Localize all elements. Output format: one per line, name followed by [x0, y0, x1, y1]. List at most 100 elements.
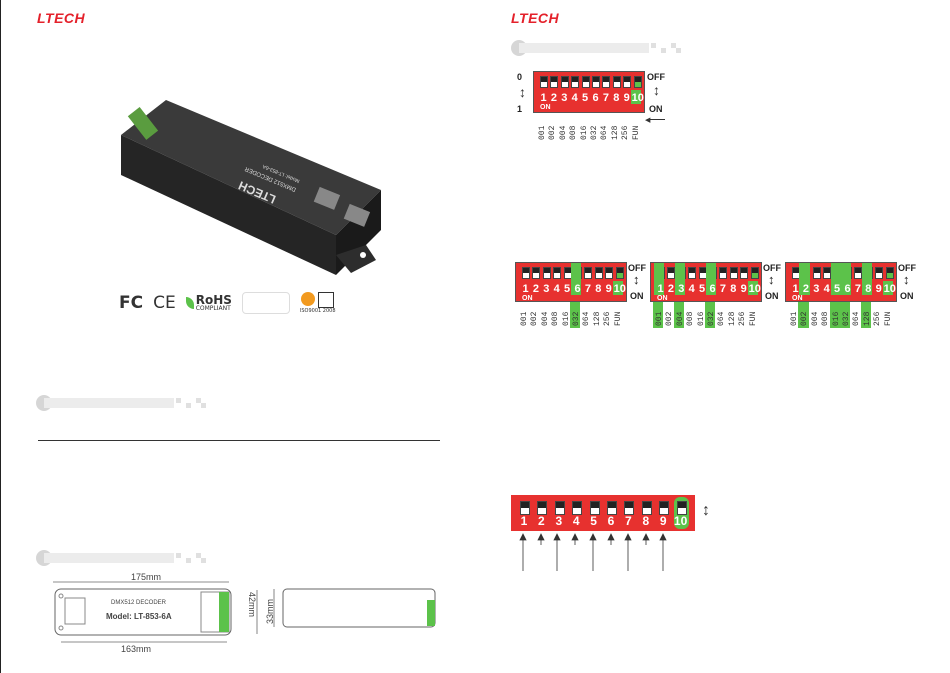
- ce-mark: CE: [153, 293, 176, 313]
- dip-fun-highlight: [747, 281, 758, 295]
- dip-switch-knob: [793, 268, 799, 273]
- dip-switch-number: 5: [834, 283, 841, 295]
- dip-switch-toggle: [553, 267, 562, 279]
- dip-main-label-1: 1: [517, 104, 523, 114]
- dip-fun-highlight: [612, 281, 623, 295]
- dip-large-toggle: [554, 501, 565, 515]
- dip-value-label: 032: [707, 311, 716, 326]
- dip-switch-knob: [699, 268, 706, 273]
- dip-switch-knob: [689, 268, 696, 273]
- section-bar-1: [36, 395, 206, 411]
- dip-switch-number: 9: [623, 92, 630, 104]
- dip-large-toggle: [641, 501, 652, 515]
- arrow-updown-icon: ↕: [903, 272, 910, 287]
- dip-main-on: ON: [649, 104, 663, 114]
- dip-value-label: 001: [655, 311, 664, 326]
- dip-value-label: 064: [582, 311, 592, 326]
- dip-large-number: 8: [642, 514, 650, 528]
- dip-value-label: FUN: [613, 311, 623, 326]
- dip-large-knob: [677, 502, 686, 508]
- dip-large-number: 3: [555, 514, 563, 528]
- dip-large-knob: [521, 502, 529, 508]
- dip-switch-knob: [613, 77, 620, 82]
- dip-large-number: 10: [673, 514, 688, 528]
- value-highlight: [798, 302, 809, 328]
- dip-value-label: 032: [572, 311, 581, 326]
- dim-length-top: 175mm: [131, 572, 162, 582]
- dip-switch-number: 9: [875, 283, 882, 295]
- dip-value-label: 008: [686, 311, 696, 326]
- dip-main-label-0: 0: [517, 72, 523, 82]
- dip-switch-toggle: [615, 267, 624, 279]
- dip-switch-knob: [533, 268, 540, 273]
- dip-switch-toggle: [875, 267, 884, 279]
- dip-switch-knob: [585, 268, 592, 273]
- dip-value-label: 256: [873, 311, 883, 326]
- dip-value-label: 004: [810, 311, 820, 326]
- dip-value-label: 128: [727, 311, 737, 326]
- dip-large-toggle: [537, 501, 548, 515]
- dim-height-right: 42mm: [247, 592, 257, 618]
- dip-switch-number: 2: [532, 283, 539, 295]
- dip-switch-toggle: [612, 76, 621, 88]
- dip-switch-toggle: [550, 76, 559, 88]
- dip-switch-toggle: [633, 76, 642, 88]
- dip-large-number: 6: [607, 514, 615, 528]
- dip-switch-number: 2: [667, 283, 674, 295]
- dip-fun-highlight: [882, 281, 893, 295]
- dip-switch-knob: [543, 268, 550, 273]
- dip-on-highlight: [571, 263, 582, 295]
- dip-switch-number: 4: [688, 283, 695, 295]
- dip-value-label: 002: [800, 311, 810, 326]
- dip-large-toggle: [676, 501, 687, 515]
- dip-switch-number: 7: [584, 283, 591, 295]
- dip-example-off: OFF: [898, 263, 916, 273]
- dip-on-label: ON: [540, 104, 551, 111]
- dip-value-label: 128: [592, 311, 602, 326]
- dip-switch-knob: [886, 268, 893, 273]
- dip-switch-number: 8: [595, 283, 602, 295]
- dip-on-highlight: [706, 263, 717, 295]
- dip-large-knob: [608, 502, 616, 508]
- dip-switch-knob: [616, 268, 623, 273]
- dip-switch-number: 8: [613, 92, 620, 104]
- dip-switch-toggle: [592, 76, 600, 88]
- dip-large-toggle: [520, 501, 530, 515]
- certification-logos: FC CE RoHS COMPLIANT ISO9001 2008: [119, 289, 359, 317]
- dip-value-label: 256: [738, 311, 748, 326]
- dip-value-label: 004: [558, 125, 568, 140]
- dip-switch-knob: [593, 77, 599, 82]
- dip-main-off: OFF: [647, 72, 665, 82]
- dip-on-label: ON: [792, 295, 803, 302]
- dip-large-toggle: [624, 501, 635, 515]
- dip-switch-toggle: [602, 76, 611, 88]
- dip-switch-number: 7: [602, 92, 609, 104]
- arrow-updown-icon: ↕: [702, 502, 710, 519]
- plate-title: DMX512 DECODER: [111, 600, 167, 606]
- dip-switch-knob: [541, 77, 547, 82]
- dip-switch-toggle: [605, 267, 614, 279]
- dip-value-label: FUN: [631, 125, 641, 140]
- value-highlight: [829, 302, 840, 328]
- dip-switch-number: 8: [730, 283, 737, 295]
- arrow-updown-icon: ↕: [519, 84, 526, 100]
- dip-switch-number: 3: [813, 283, 820, 295]
- arrow-left-head: ◀: [645, 117, 651, 124]
- dip-large-toggle: [589, 501, 600, 515]
- dip-switch-knob: [876, 268, 883, 273]
- dip-switch-number: 10: [883, 283, 896, 295]
- pointer-arrows: [519, 533, 667, 571]
- dip-switch-toggle: [542, 267, 551, 279]
- dip-switch-number: 1: [657, 283, 664, 295]
- dimension-drawing: 175mm DMX512 DECODER Model: LT-853-6A 16…: [51, 572, 451, 667]
- iso-mark: ISO9001 2008: [300, 292, 336, 314]
- dip-switch-number: 8: [865, 283, 872, 295]
- dip-switch-toggle: [522, 267, 530, 279]
- dip-value-label: 002: [548, 125, 558, 140]
- dip-on-highlight: [674, 263, 686, 295]
- dip-large-number: 5: [590, 514, 597, 528]
